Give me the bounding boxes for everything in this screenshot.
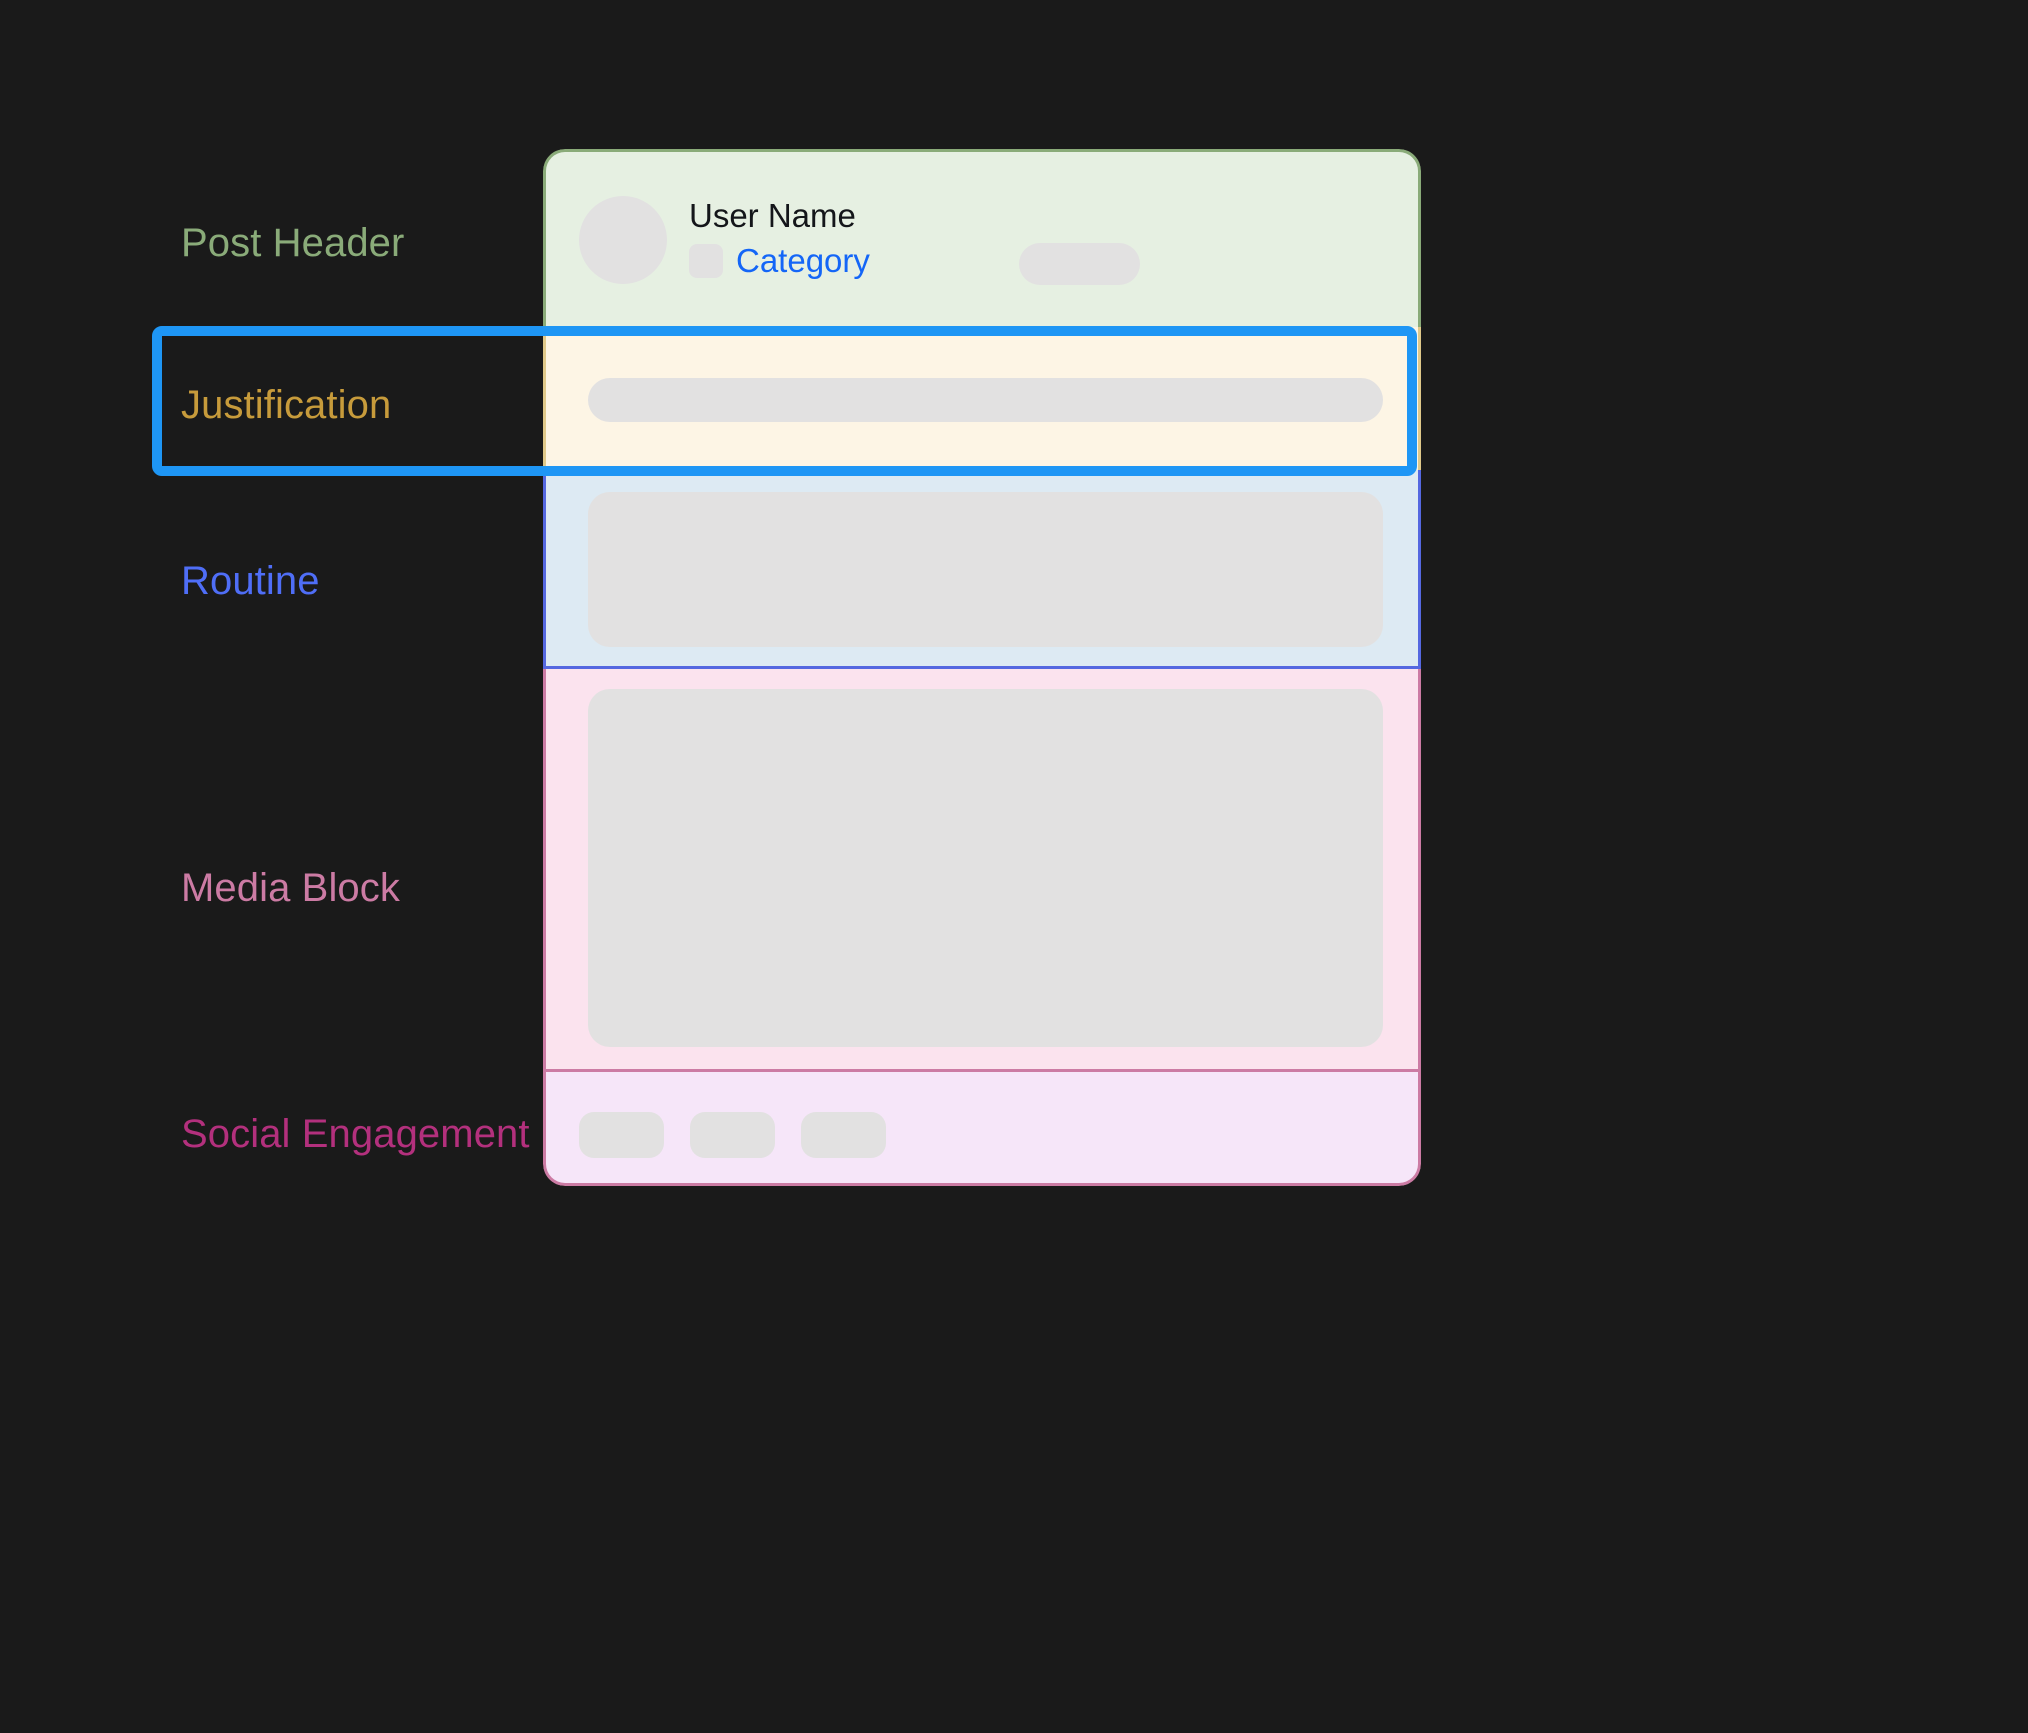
justification-text-placeholder <box>588 378 1383 422</box>
annotation-label-social-engagement: Social Engagement <box>181 1112 530 1156</box>
category-square-icon <box>689 244 723 278</box>
post-card: User Name Category <box>543 149 1421 1186</box>
annotation-label-routine: Routine <box>181 559 320 603</box>
routine-content-placeholder <box>588 492 1383 647</box>
justification-section[interactable] <box>543 327 1421 470</box>
post-header-section[interactable]: User Name Category <box>543 149 1421 327</box>
annotation-label-post-header: Post Header <box>181 221 405 265</box>
avatar[interactable] <box>579 196 667 284</box>
post-header-text: User Name Category <box>689 196 870 280</box>
user-name: User Name <box>689 197 856 234</box>
social-engagement-section[interactable] <box>543 1072 1421 1186</box>
post-header-action-pill[interactable] <box>1019 243 1140 285</box>
annotation-label-media-block: Media Block <box>181 866 400 910</box>
media-block-section[interactable] <box>543 669 1421 1072</box>
social-action-group <box>579 1112 886 1158</box>
share-button[interactable] <box>801 1112 886 1158</box>
media-image-placeholder <box>588 689 1383 1047</box>
comment-button[interactable] <box>690 1112 775 1158</box>
category-label[interactable]: Category <box>736 242 870 279</box>
routine-section[interactable] <box>543 470 1421 669</box>
like-button[interactable] <box>579 1112 664 1158</box>
annotation-label-justification: Justification <box>181 383 392 427</box>
category-row[interactable]: Category <box>689 242 870 280</box>
